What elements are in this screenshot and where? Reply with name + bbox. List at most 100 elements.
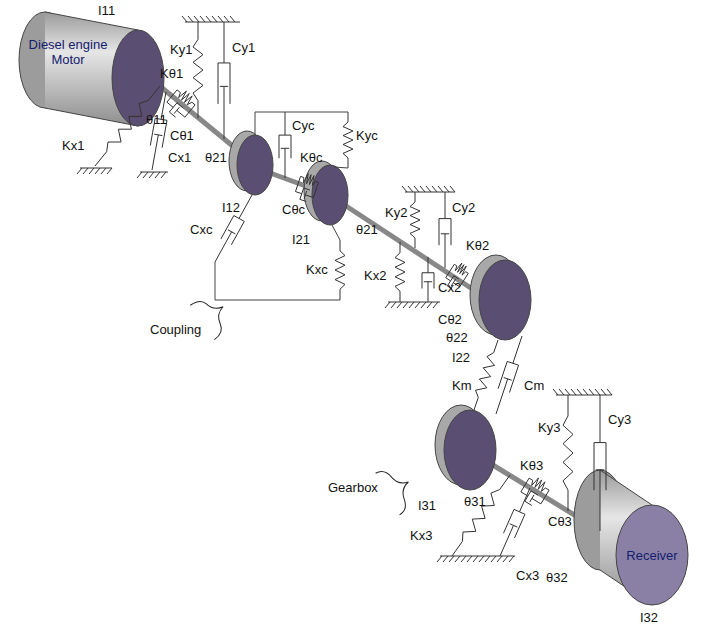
part-label: I31: [418, 498, 436, 513]
part-label: θ22: [446, 330, 468, 345]
damper-symbol: [422, 272, 434, 273]
damper-symbol: [239, 195, 252, 218]
ground-hatch: [497, 556, 502, 562]
ground-hatch: [455, 556, 460, 562]
damper-symbol: [234, 216, 245, 222]
part-label: Cxc: [190, 222, 212, 237]
damper-symbol: [224, 86, 225, 139]
damper-symbol: [285, 148, 286, 178]
ground-hatch: [137, 172, 142, 178]
damper-symbol: [606, 443, 607, 491]
spring-symbol: [395, 242, 405, 302]
ground-hatch: [491, 556, 496, 562]
part-label: Kθ1: [160, 66, 183, 81]
ground-hatch: [95, 168, 100, 174]
ground-hatch: [409, 302, 414, 308]
damper-symbol: [439, 218, 451, 219]
damper-symbol: [531, 491, 538, 495]
damper-symbol: [218, 62, 230, 63]
spring-symbol: [529, 478, 549, 491]
spring-damper-elements: [77, 16, 612, 562]
spring-symbol: [193, 22, 203, 118]
spring-symbol: [563, 395, 573, 511]
ground-hatch: [420, 186, 425, 192]
torsion-bar: [313, 182, 318, 197]
spring-symbol: [177, 90, 195, 105]
part-label: Kθ3: [520, 458, 543, 473]
part-label: I12: [222, 200, 240, 215]
part-label: θ21: [356, 222, 378, 237]
part-label: Ky3: [538, 420, 560, 435]
engine-edge: [45, 12, 138, 30]
damper-symbol: [279, 135, 280, 158]
ground-hatch: [200, 16, 205, 22]
ground-symbol: [556, 395, 612, 396]
ground-hatch: [461, 556, 466, 562]
ground-hatch: [432, 186, 437, 192]
damper-symbol: [496, 379, 508, 414]
part-label: Cy3: [608, 412, 631, 427]
part-label: Kθ2: [466, 238, 489, 253]
part-label: Cx2: [438, 280, 461, 295]
part-label: θ21: [205, 150, 227, 165]
damper-symbol: [514, 509, 525, 514]
damper-symbol: [295, 192, 301, 194]
coupling-frame: [255, 112, 348, 135]
receiver-edge: [600, 470, 652, 505]
part-label: Km: [452, 378, 472, 393]
ground-hatch: [443, 556, 448, 562]
ground-hatch: [391, 302, 396, 308]
damper-symbol: [600, 395, 601, 443]
node-text: Diesel engine Motor: [22, 37, 114, 67]
damper-symbol: [300, 199, 306, 201]
ground-hatch: [230, 16, 235, 22]
damper-symbol: [422, 273, 423, 289]
ground-hatch: [206, 16, 211, 22]
damper-symbol: [500, 525, 514, 556]
damper-symbol: [428, 282, 429, 302]
damper-symbol: [532, 498, 541, 503]
damper-symbol: [300, 188, 304, 199]
ground-hatch: [212, 16, 217, 22]
damper-symbol: [285, 112, 286, 135]
ground-hatch: [403, 302, 408, 308]
damper-symbol: [454, 276, 459, 279]
ground-hatch: [553, 389, 558, 395]
spring-symbol: [474, 340, 498, 410]
ground-hatch: [149, 172, 154, 178]
damper-symbol: [304, 188, 310, 190]
ground-symbol: [80, 168, 112, 169]
torsion-bar: [541, 490, 549, 504]
ground-hatch: [414, 186, 419, 192]
part-label: θ31: [464, 494, 486, 509]
damper-symbol: [594, 443, 595, 491]
damper-symbol: [152, 135, 158, 170]
node-text: Receiver: [614, 548, 690, 563]
ground-hatch: [385, 302, 390, 308]
ground-hatch: [467, 556, 472, 562]
engine-node: Diesel engine Motor: [22, 37, 114, 67]
disk-I21: [312, 165, 348, 225]
ground-hatch: [182, 16, 187, 22]
ground-hatch: [449, 556, 454, 562]
ground-hatch: [473, 556, 478, 562]
damper-symbol: [525, 501, 532, 505]
part-label: Cθc: [282, 202, 305, 217]
ground-hatch: [479, 556, 484, 562]
ground-hatch: [601, 389, 606, 395]
ground-hatch: [509, 556, 514, 562]
part-label: I21: [292, 232, 310, 247]
damper-symbol: [594, 442, 606, 443]
ground-hatch: [438, 186, 443, 192]
damper-symbol: [177, 110, 185, 117]
damper-symbol: [507, 361, 518, 365]
ground-hatch: [583, 389, 588, 395]
disk-I22: [479, 260, 531, 340]
part-label: Kx1: [62, 138, 84, 153]
part-label: Cθ1: [170, 128, 194, 143]
engine-face: [112, 30, 164, 126]
ground-hatch: [589, 389, 594, 395]
ground-hatch: [143, 172, 148, 178]
